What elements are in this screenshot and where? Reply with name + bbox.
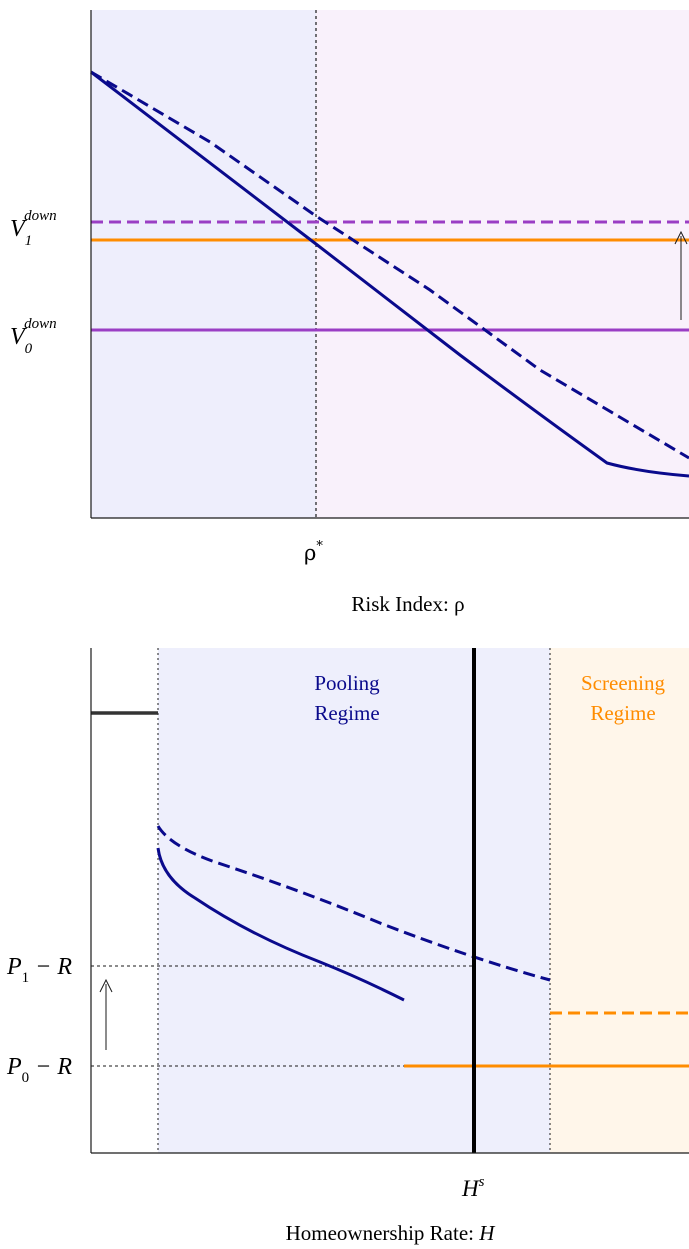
top-y-label-v1: V1down — [10, 208, 57, 249]
top-x-axis-label: Risk Index: ρ — [351, 592, 464, 616]
top-curve-solid — [90, 70, 689, 478]
bottom-panel: Pooling Regime Screening Regime P1 − R P… — [6, 648, 689, 1245]
bottom-pooling-shade — [158, 648, 550, 1153]
pooling-regime-line1: Pooling — [314, 671, 380, 695]
bottom-screening-shade — [550, 648, 689, 1153]
bottom-y-label-p1: P1 − R — [6, 954, 72, 986]
top-arrow-head — [674, 230, 688, 245]
top-x-tick-rho-star: ρ* — [304, 539, 323, 565]
top-region-right-shade — [316, 10, 689, 518]
bottom-x-axis-label: Homeownership Rate: H — [286, 1221, 497, 1245]
top-panel: V1down V0down ρ* Risk Index: ρ — [10, 10, 689, 616]
pooling-regime-line2: Regime — [314, 701, 379, 725]
bottom-curve-dashed — [156, 825, 551, 982]
top-y-label-v0: V0down — [10, 316, 57, 357]
top-curve-dashed — [90, 70, 689, 460]
bottom-x-tick-hs: Hs — [461, 1174, 485, 1201]
screening-regime-line2: Regime — [590, 701, 655, 725]
screening-regime-line1: Screening — [581, 671, 665, 695]
bottom-arrow-head — [99, 978, 113, 993]
top-region-left-shade — [91, 10, 316, 518]
bottom-y-label-p0: P0 − R — [6, 1054, 72, 1086]
bottom-curve-solid — [156, 847, 405, 1002]
